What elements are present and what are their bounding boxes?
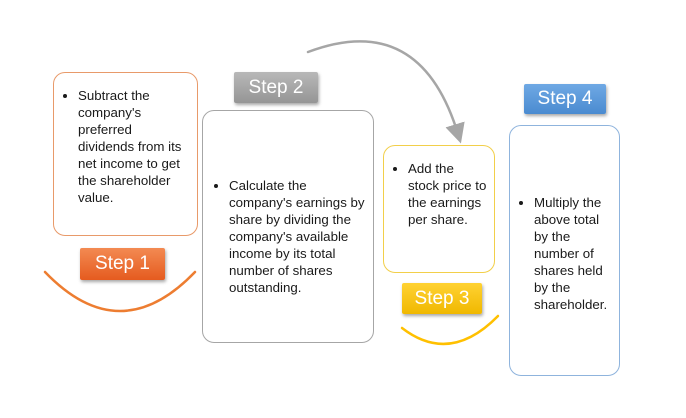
- arc-step2-arrow: [306, 40, 465, 144]
- step4-text: Multiply the above total by the number o…: [534, 194, 615, 313]
- arc-step3: [400, 314, 500, 346]
- step1-card: Subtract the company's preferred dividen…: [53, 72, 198, 236]
- step3-text: Add the stock price to the earnings per …: [408, 160, 488, 228]
- step1-text: Subtract the company's preferred dividen…: [78, 87, 191, 206]
- step2-label: Step 2: [234, 72, 318, 103]
- step2-card: Calculate the company's earnings by shar…: [202, 110, 374, 343]
- step3-card: Add the stock price to the earnings per …: [383, 145, 495, 273]
- step4-label: Step 4: [524, 84, 606, 114]
- step2-text: Calculate the company's earnings by shar…: [229, 177, 367, 296]
- step1-label: Step 1: [80, 248, 165, 280]
- arc-step1: [43, 270, 197, 313]
- step4-card: Multiply the above total by the number o…: [509, 125, 620, 376]
- step3-label: Step 3: [402, 283, 482, 314]
